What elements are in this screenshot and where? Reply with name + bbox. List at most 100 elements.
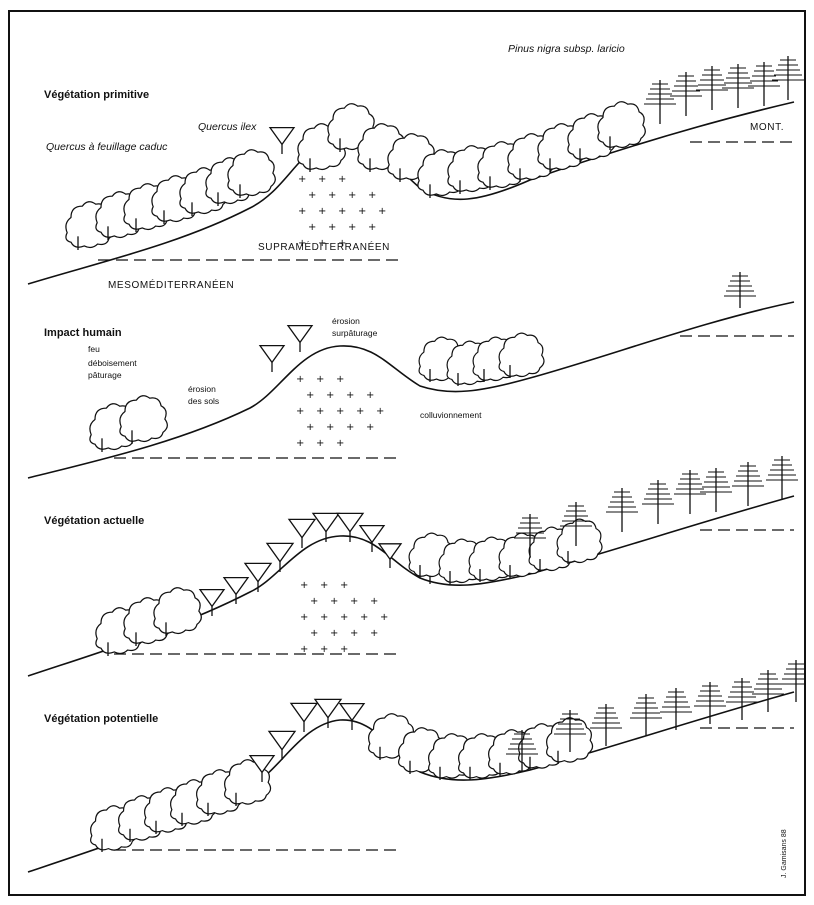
label-erosion: érosion	[188, 384, 216, 394]
holm-oak-coppice	[200, 590, 224, 616]
pine-tree	[642, 480, 674, 524]
pine-tree	[726, 678, 758, 720]
pine-tree	[724, 272, 756, 308]
cross-mark: +	[340, 612, 348, 623]
cross-mark: +	[348, 190, 356, 201]
cross-mark: +	[298, 206, 306, 217]
cross-mark: +	[318, 174, 326, 185]
cross-mark: +	[376, 406, 384, 417]
cross-mark: +	[318, 238, 326, 249]
cross-mark: +	[320, 644, 328, 655]
vegetation-diagram: Végétation primitive Pinus nigra subsp. …	[10, 12, 804, 894]
holm-oak-coppice	[245, 563, 271, 592]
pine-tree	[590, 704, 622, 746]
diagram-frame: Végétation primitive Pinus nigra subsp. …	[8, 10, 806, 896]
holm-oak-coppice	[313, 513, 339, 542]
holm-oak-coppice	[315, 699, 341, 728]
label-feu: feu	[88, 344, 100, 354]
cross-mark: +	[366, 390, 374, 401]
cross-mark: +	[300, 580, 308, 591]
cross-mark: +	[336, 374, 344, 385]
cross-mark: +	[370, 596, 378, 607]
pine-tree	[630, 694, 662, 736]
cross-mark: +	[300, 644, 308, 655]
pine-tree	[752, 670, 784, 712]
panel-vegetation-potentielle: Végétation potentielle	[28, 692, 794, 872]
cross-mark: +	[306, 422, 314, 433]
holm-oak-coppice	[288, 326, 312, 352]
cross-mark: +	[326, 422, 334, 433]
label-des-sols: des sols	[188, 396, 219, 406]
cross-mark: +	[296, 438, 304, 449]
cross-mark: +	[368, 222, 376, 233]
panel-title: Végétation potentielle	[44, 713, 158, 725]
cross-mark: +	[336, 406, 344, 417]
oak-tree	[598, 102, 645, 150]
oak-tree	[499, 333, 544, 378]
cross-mark: +	[380, 612, 388, 623]
cross-mark: +	[310, 596, 318, 607]
label-mont: MONT.	[750, 122, 784, 133]
cross-mark: +	[326, 390, 334, 401]
pine-tree	[766, 456, 798, 500]
cross-mark: +	[336, 438, 344, 449]
cross-mark: +	[368, 190, 376, 201]
panel-title: Végétation actuelle	[44, 515, 144, 527]
cross-mark: +	[350, 628, 358, 639]
holm-oak-coppice	[270, 128, 294, 154]
label-pinus: Pinus nigra subsp. laricio	[508, 43, 625, 55]
cross-mark: +	[338, 174, 346, 185]
label-surpaturage: surpâturage	[332, 328, 378, 338]
panel-vegetation-actuelle: Végétation actuelle	[28, 496, 794, 676]
pine-tree	[732, 462, 764, 506]
label-meso: MESOMÉDITERRANÉEN	[108, 278, 234, 291]
holm-oak-coppice	[379, 544, 401, 568]
cross-mark: +	[300, 612, 308, 623]
terrain-line	[28, 302, 794, 478]
cross-mark: +	[330, 596, 338, 607]
pine-tree	[606, 488, 638, 532]
cross-mark: +	[358, 206, 366, 217]
cross-mark: +	[366, 422, 374, 433]
pine-tree	[772, 56, 804, 100]
pine-tree	[670, 72, 702, 116]
cross-mark: +	[308, 222, 316, 233]
label-paturage: pâturage	[88, 370, 122, 380]
cross-mark: +	[296, 406, 304, 417]
cross-mark: +	[340, 644, 348, 655]
cross-mark: +	[338, 238, 346, 249]
cross-mark: +	[340, 580, 348, 591]
label-deboisement: déboisement	[88, 358, 137, 368]
panel-title: Impact humain	[44, 327, 122, 339]
cross-mark: +	[378, 206, 386, 217]
pine-tree	[694, 682, 726, 724]
holm-oak-coppice	[360, 526, 384, 552]
cross-mark: +	[320, 612, 328, 623]
label-erosion-2: érosion	[332, 316, 360, 326]
panel-title: Végétation primitive	[44, 89, 149, 101]
holm-oak-coppice	[291, 703, 317, 732]
cross-mark: +	[316, 438, 324, 449]
holm-oak-coppice	[340, 704, 364, 730]
cross-mark: +	[318, 206, 326, 217]
cross-mark: +	[328, 222, 336, 233]
cross-mark: +	[320, 580, 328, 591]
cross-mark: +	[330, 628, 338, 639]
oak-tree	[154, 588, 201, 636]
cross-mark: +	[298, 238, 306, 249]
vegetation-marks: ++++++++++++++++++++++++++++++++++++++++…	[66, 56, 804, 852]
signature: J. Gamisans 88	[781, 829, 788, 878]
cross-mark: +	[356, 406, 364, 417]
holm-oak-coppice	[260, 346, 284, 372]
pine-tree	[644, 80, 676, 124]
pine-tree	[700, 468, 732, 512]
holm-oak-coppice	[224, 578, 248, 604]
label-colluvionnement: colluvionnement	[420, 410, 482, 420]
cross-mark: +	[316, 406, 324, 417]
label-quercus-caduc: Quercus à feuillage caduc	[46, 141, 168, 153]
oak-tree	[120, 396, 167, 444]
cross-mark: +	[346, 390, 354, 401]
cross-mark: +	[348, 222, 356, 233]
cross-mark: +	[350, 596, 358, 607]
cross-mark: +	[346, 422, 354, 433]
